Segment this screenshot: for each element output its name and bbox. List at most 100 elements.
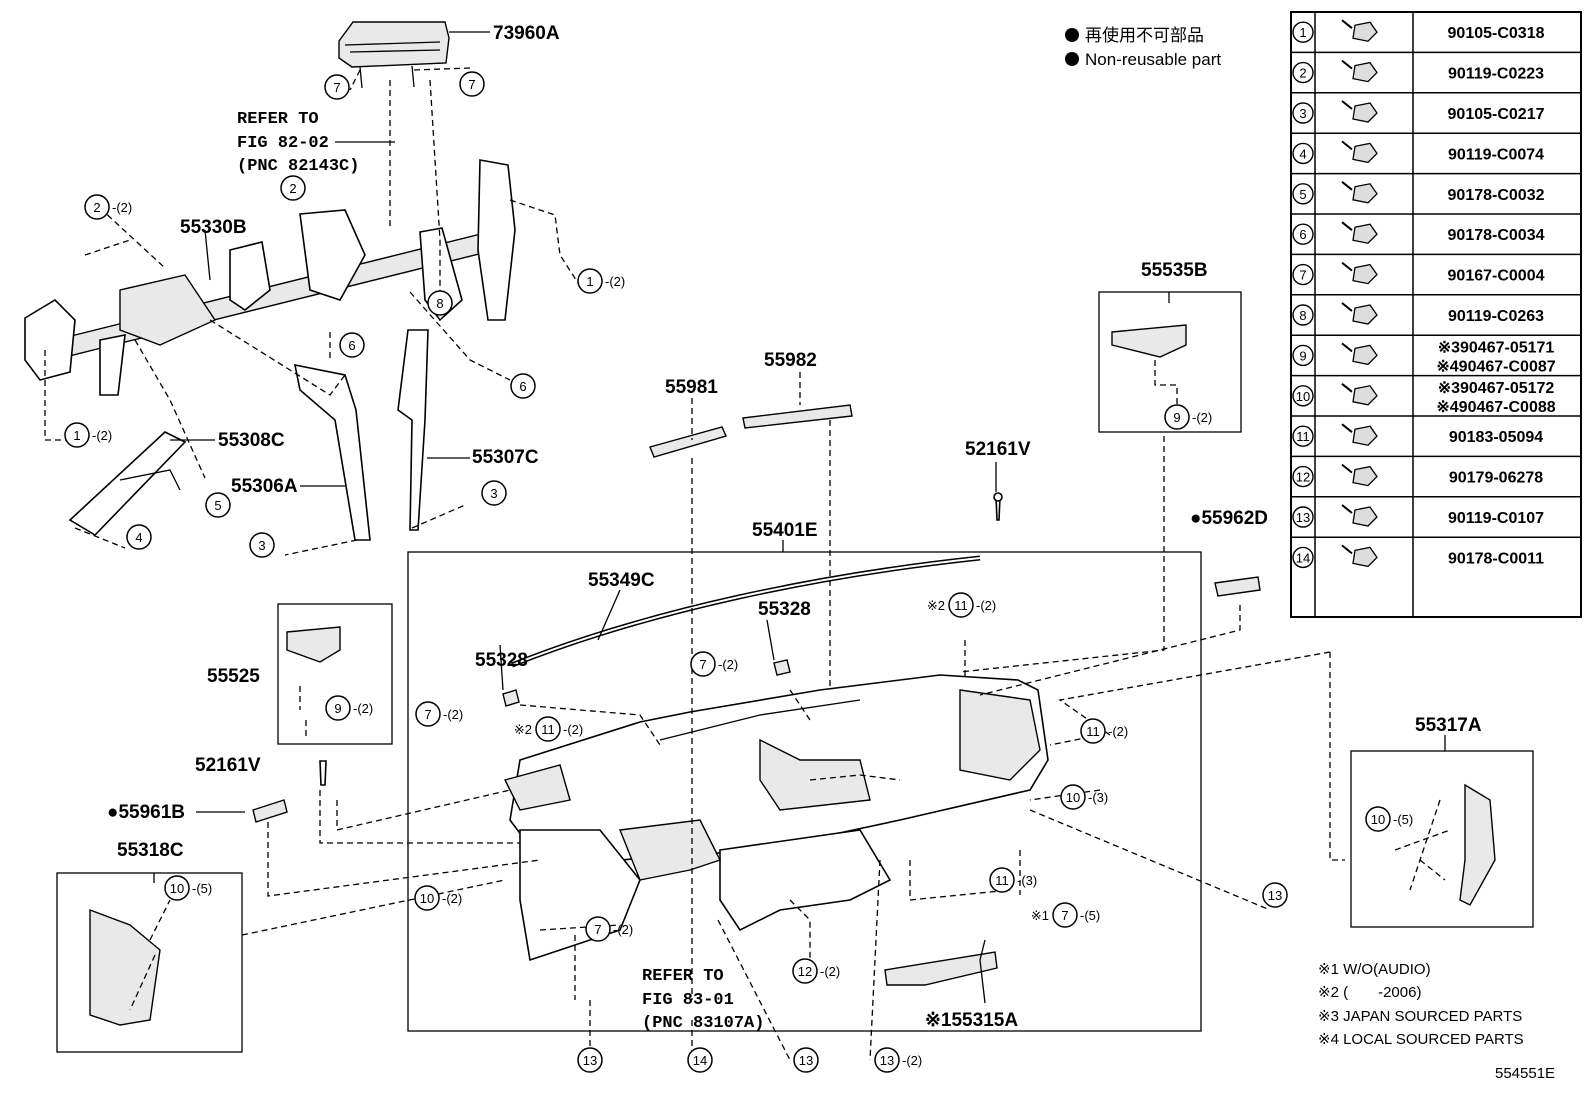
table-row-number-circle bbox=[1292, 263, 1314, 286]
label-52161V-left: 52161V bbox=[195, 755, 261, 776]
svg-text:FIG 82-02: FIG 82-02 bbox=[237, 134, 329, 153]
table-part-number: 90178-C0032 bbox=[1448, 187, 1545, 204]
callout-circle bbox=[1080, 718, 1106, 744]
molding-55349C bbox=[511, 555, 981, 668]
table-row-number: 8 bbox=[1299, 308, 1306, 323]
callout-quantity: -(2) bbox=[718, 657, 738, 672]
callout-number: 4 bbox=[135, 530, 142, 545]
brace-55306A bbox=[293, 363, 371, 541]
callout-circle bbox=[874, 1047, 900, 1073]
callout-number: 13 bbox=[799, 1053, 813, 1068]
part-55328-left bbox=[502, 689, 520, 707]
diagram-id: 554551E bbox=[1495, 1065, 1555, 1082]
label-55961B: ●55961B bbox=[107, 802, 185, 823]
callout-number: 6 bbox=[519, 379, 526, 394]
callout-number: 2 bbox=[289, 181, 296, 196]
callout-circle bbox=[792, 958, 818, 984]
callout-number: 10 bbox=[1371, 812, 1385, 827]
table-row-number-circle bbox=[1292, 465, 1314, 488]
fastener-icon bbox=[1341, 463, 1378, 487]
callout-c3a: 3 bbox=[481, 480, 507, 506]
callout-circle bbox=[164, 875, 190, 901]
box-55318C bbox=[56, 872, 243, 1053]
refer-fig-82-02: REFER TO FIG 82-02 (PNC 82143C) bbox=[237, 110, 359, 176]
callout-number: 9 bbox=[1173, 410, 1180, 425]
note-4: ※4 LOCAL SOURCED PARTS bbox=[1318, 1031, 1524, 1048]
callout-number: 11 bbox=[541, 722, 555, 737]
callout-number: 7 bbox=[699, 657, 706, 672]
callout-circle bbox=[459, 71, 485, 97]
callout-number: 8 bbox=[436, 296, 443, 311]
label-55315A: ※155315A bbox=[925, 1010, 1018, 1031]
callout-quantity: -(2) bbox=[1192, 410, 1212, 425]
callout-c1b: 1-(2) bbox=[64, 422, 112, 448]
vent-55981 bbox=[649, 426, 727, 458]
callout-circle bbox=[1164, 404, 1190, 430]
callout-c10a: 10-(2) bbox=[414, 885, 462, 911]
table-part-number: ※390467-05172 bbox=[1438, 380, 1555, 397]
callout-quantity: -(5) bbox=[192, 881, 212, 896]
callout-c6b: 6 bbox=[510, 373, 536, 399]
table-row-number-circle bbox=[1292, 344, 1314, 367]
callout-c8: 8 bbox=[427, 290, 453, 316]
table-row-number-circle bbox=[1292, 506, 1314, 528]
callout-circle bbox=[585, 916, 611, 942]
callout-prefix: ※2 bbox=[514, 722, 532, 737]
callout-c7b: 7 bbox=[459, 71, 485, 97]
fastener-icon bbox=[1341, 59, 1378, 83]
callout-number: 1 bbox=[586, 274, 593, 289]
table-row-number-circle bbox=[1292, 183, 1314, 205]
label-55328-left: 55328 bbox=[475, 650, 528, 671]
table-row-number: 1 bbox=[1299, 25, 1306, 40]
callout-quantity: -(2) bbox=[902, 1053, 922, 1068]
callout-number: 1 bbox=[73, 428, 80, 443]
box-55535B bbox=[1098, 291, 1242, 433]
legend-jp: 再使用不可部品 bbox=[1085, 25, 1204, 45]
table-row-number: 6 bbox=[1299, 227, 1306, 242]
callout-number: 11 bbox=[995, 873, 1009, 888]
table-row-number: 11 bbox=[1296, 429, 1310, 444]
callout-c10c: 10-(5) bbox=[164, 875, 212, 901]
callout-circle bbox=[325, 695, 351, 721]
part-55962D bbox=[1214, 576, 1261, 597]
callout-number: 12 bbox=[798, 964, 812, 979]
table-row-number: 13 bbox=[1296, 510, 1310, 525]
callout-number: 3 bbox=[258, 538, 265, 553]
callout-quantity: -(2) bbox=[112, 200, 132, 215]
svg-text:(PNC 83107A): (PNC 83107A) bbox=[642, 1014, 764, 1033]
brace-55308C bbox=[68, 431, 187, 537]
table-part-number: 90119-C0074 bbox=[1448, 146, 1544, 163]
callout-c3b: 3 bbox=[249, 532, 275, 558]
label-55401E: 55401E bbox=[752, 520, 818, 541]
callout-circle bbox=[1365, 806, 1391, 832]
callout-number: 14 bbox=[693, 1053, 707, 1068]
callout-number: 7 bbox=[594, 922, 601, 937]
callout-circle bbox=[687, 1047, 713, 1073]
callout-number: 10 bbox=[1066, 790, 1080, 805]
fastener-icon bbox=[1341, 100, 1378, 123]
table-part-number: 90105-C0217 bbox=[1448, 106, 1545, 123]
callout-circle bbox=[414, 885, 440, 911]
table-part-number-alt: ※490467-C0087 bbox=[1436, 358, 1555, 375]
callout-circle bbox=[577, 268, 603, 294]
callout-quantity: -(5) bbox=[1080, 908, 1100, 923]
non-reusable-dot-icon bbox=[1065, 52, 1079, 66]
fastener-icon bbox=[1341, 140, 1378, 164]
fastener-icon bbox=[1341, 19, 1378, 42]
callout-c11c: 11-(2) bbox=[1080, 718, 1128, 744]
table-part-number-alt: ※490467-C0088 bbox=[1436, 399, 1555, 416]
callout-number: 9 bbox=[334, 701, 341, 716]
label-55306A: 55306A bbox=[231, 476, 298, 497]
refer-fig-83-01: REFER TO FIG 83-01 (PNC 83107A) bbox=[642, 967, 764, 1033]
callout-circle bbox=[1262, 882, 1288, 908]
label-55317A: 55317A bbox=[1415, 715, 1482, 736]
legend-en: Non-reusable part bbox=[1085, 50, 1221, 69]
callout-circle bbox=[510, 373, 536, 399]
instrument-panel-55401E bbox=[503, 674, 1049, 962]
callout-circle bbox=[339, 332, 365, 358]
callout-c13d: 13-(2) bbox=[874, 1047, 922, 1073]
